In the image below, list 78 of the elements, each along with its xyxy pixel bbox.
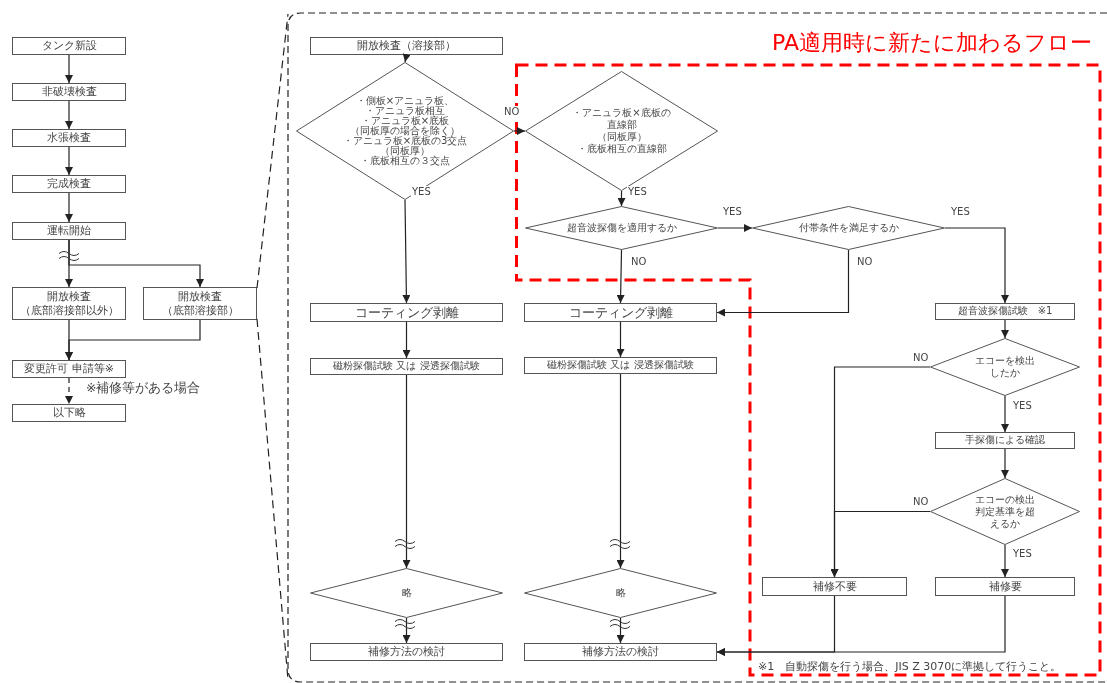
condition-text: エコーを検出したか [974,355,1036,379]
edge-label: YES [1012,548,1033,559]
flow-arrow [616,321,625,358]
flow-arrow [402,53,411,63]
note-text: ※1 自動探傷を行う場合、JIS Z 3070に準拠して行うこと。 [758,659,1062,674]
condition-text: 付帯条件を満足するか [797,222,900,234]
flow-arrow [716,249,850,317]
edge-label: NO [630,256,648,267]
flow-arrow [68,239,204,288]
process-box: 補修要 [935,577,1075,596]
flow-arrow [65,54,73,84]
process-box: 補修方法の検討 [310,643,503,661]
flow-arrow [1001,319,1009,339]
edge-label: YES [411,186,432,197]
process-box: 磁粉探傷試験 又は 浸透探傷試験 [524,357,717,374]
flow-arrow [513,127,526,135]
process-box: 磁粉探傷試験 又は 浸透探傷試験 [310,358,503,375]
condition-text: ・底板相互の３交点 [359,156,451,166]
flow-arrow [617,190,626,207]
process-box: 運転開始 [12,222,126,240]
process-box: 超音波探傷試験 ※1 [935,303,1075,320]
condition-text: 略 [614,587,627,599]
zoom-guide-line [256,13,289,289]
condition-text: ・側板×アニュラ板、 [354,96,456,106]
process-box: タンク新設 [12,37,126,55]
edge-label: YES [950,206,971,217]
process-box: 水張検査 [12,129,126,147]
flow-arrow [1001,395,1009,433]
process-box: 補修不要 [762,577,907,596]
flow-arrow [616,617,625,644]
region-title: PA適用時に新たに加わるフロー [772,30,1092,57]
process-box: 開放検査（溶接部） [310,37,503,55]
process-box: 以下略 [12,404,126,422]
flow-arrow [616,373,625,569]
condition-text: ・底板相互の直線部 [575,143,668,155]
process-box: 完成検査 [12,175,126,193]
process-box: コーティング剥離 [310,303,503,322]
process-box: 開放検査 （底部溶接部） [143,287,257,320]
condition-text: （同板厚） [595,131,648,143]
condition-text: （同板厚の場合を除く） [349,126,460,136]
condition-text: ・アニュラ板×底板の直線部 [571,107,672,131]
edge-label: NO [912,352,930,363]
condition-text: ・アニュラ板相互 [364,106,446,116]
edge-label: NO [912,496,930,507]
flow-arrow [65,100,73,130]
edge-label: NO [856,256,874,267]
condition-text: エコーの検出判定基準を超えるか [974,493,1036,530]
process-box: 補修方法の検討 [524,643,717,661]
flow-arrow [65,319,201,361]
flow-arrow [65,192,73,223]
flow-arrow [616,249,625,304]
condition-text: 略 [400,587,413,599]
condition-text: ・アニュラ板×底板の3交点 [341,136,469,146]
flow-arrow [402,199,411,304]
flow-arrow [65,146,73,176]
flow-arrow [944,227,1009,304]
process-box: 開放検査 （底部溶接部以外） [12,287,126,320]
edge-label: YES [627,186,648,197]
process-box: 手探傷による確認 [935,432,1075,449]
condition-text: （同板厚） [380,146,430,156]
process-box: 変更許可 申請等※ [12,360,126,378]
flow-arrow [1001,544,1009,578]
edge-label: YES [722,206,743,217]
flow-arrow [717,224,753,232]
flow-arrow [402,321,411,359]
edge-label: NO [503,106,521,117]
flow-arrow [402,617,411,644]
condition-text: 超音波探傷を適用するか [565,222,678,234]
flow-arrow [1001,448,1009,479]
process-box: 非破壊検査 [12,83,126,101]
flow-arrow [402,374,411,569]
edge-label: YES [1012,400,1033,411]
condition-text: ・アニュラ板×底板 [359,116,451,126]
process-box: コーティング剥離 [524,303,717,322]
note-text: ※補修等がある場合 [86,380,201,397]
flow-arrow [65,377,73,405]
flow-arrow [830,510,931,578]
flow-arrow [716,595,1006,656]
